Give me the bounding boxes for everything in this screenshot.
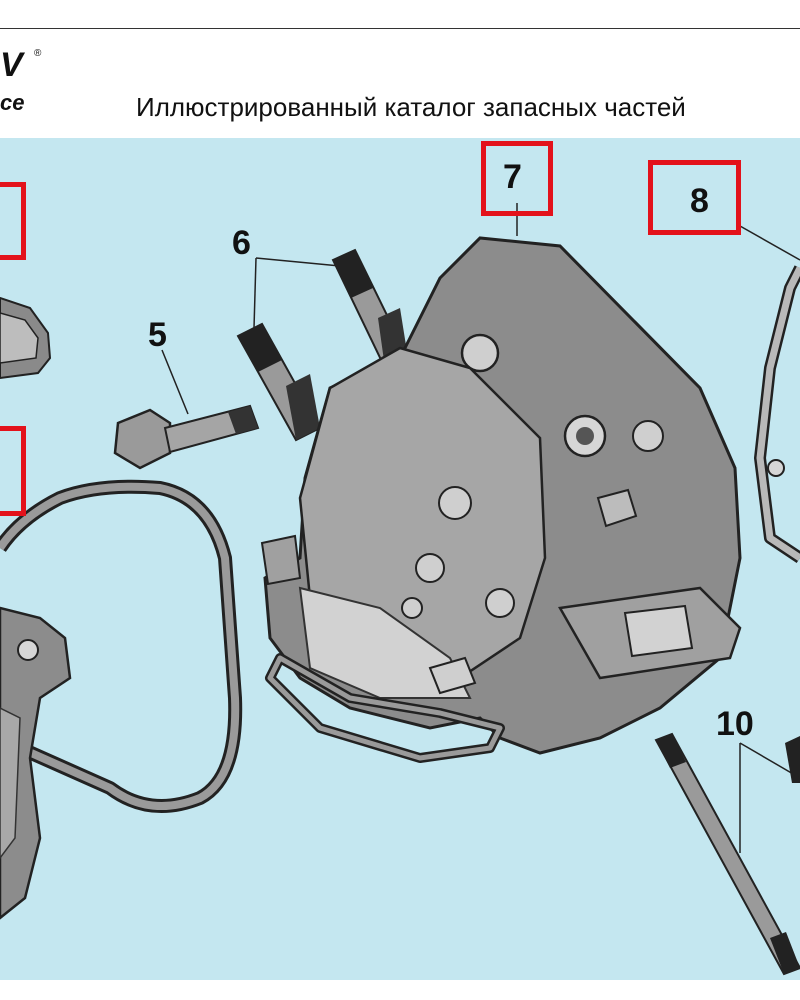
long-studs — [654, 732, 800, 976]
parts-drawing — [0, 203, 800, 976]
catalog-title: Иллюстрированный каталог запасных частей — [136, 92, 686, 122]
exhaust-gasket — [739, 225, 800, 563]
logo-mark: V — [0, 46, 23, 84]
cylinder-head — [260, 203, 742, 763]
cover-gasket — [0, 479, 243, 813]
highlight-box-left-top — [0, 182, 26, 260]
exploded-parts-diagram: 5 6 7 8 10 — [0, 138, 800, 980]
flange-bolt — [113, 349, 260, 470]
left-partial-part — [0, 296, 52, 380]
valve-cover-partial — [0, 606, 72, 920]
highlight-box-7 — [481, 141, 553, 216]
header-rule — [0, 28, 800, 29]
brand-logo: V ® ce — [0, 40, 60, 120]
callout-10: 10 — [716, 705, 754, 743]
logo-registered: ® — [34, 48, 42, 59]
highlight-box-8 — [648, 160, 741, 235]
callout-6: 6 — [232, 224, 251, 262]
callout-7: 7 — [503, 158, 522, 196]
logo-tagline: ce — [0, 90, 25, 115]
callout-5: 5 — [148, 316, 167, 354]
studs-pair — [236, 248, 410, 442]
highlight-box-left-mid — [0, 426, 26, 516]
callout-8: 8 — [690, 182, 709, 220]
